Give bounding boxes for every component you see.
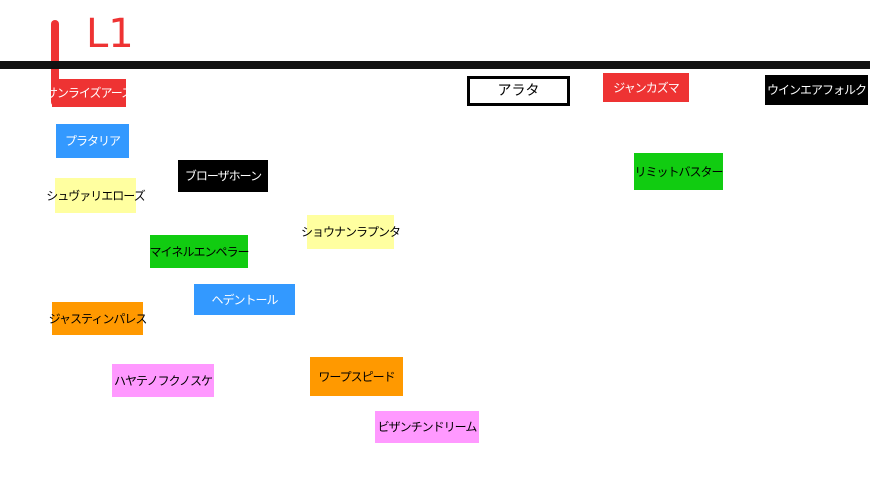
tag-label: ジャスティンパレス <box>48 311 148 326</box>
tag-sunrise-earth: サンライズアース <box>46 79 133 107</box>
tag-label: ハヤテノフクノスケ <box>114 373 213 388</box>
tag-label: シュヴァリエローズ <box>46 188 145 203</box>
tag-chevalier-rose: シュヴァリエローズ <box>46 178 146 213</box>
tag-label: アラタ <box>497 83 540 99</box>
tag-hedentor: ヘデントール <box>194 284 295 315</box>
tag-label: ヘデントール <box>211 292 278 307</box>
tag-win-air-folk: ウインエアフォルク <box>765 75 868 105</box>
tag-jankazuma: ジャンカズマ <box>603 73 689 102</box>
tag-meisho-emperor: マイネルエンペラー <box>149 235 250 268</box>
tag-limit-buster: リミットバスター <box>634 153 724 190</box>
l1-marker-label: L1 <box>86 11 134 57</box>
tag-label: マイネルエンペラー <box>149 244 250 259</box>
tag-label: ウインエアフォルク <box>767 83 867 97</box>
tag-label: ビザンチンドリーム <box>377 420 478 434</box>
tag-label: ショウナンラプンタ <box>301 225 401 239</box>
tag-justin-palace: ジャスティンパレス <box>49 302 147 335</box>
tag-shonan-lavanda: ショウナンラプンタ <box>301 215 401 249</box>
tag-label: プラタリア <box>64 134 121 148</box>
tag-label: ワープスピード <box>318 369 395 384</box>
tag-hayate-nofukunosuke: ハヤテノフクノスケ <box>112 364 214 397</box>
tag-arata: アラタ <box>467 76 570 106</box>
tag-label: リミットバスター <box>634 164 724 179</box>
tag-label: ジャンカズマ <box>613 80 679 95</box>
baseline-rail <box>0 61 870 69</box>
tag-label: サンライズアース <box>45 86 133 100</box>
tag-browser-horn: ブローザホーン <box>178 160 268 192</box>
tag-warp-speed: ワープスピード <box>310 357 403 396</box>
tag-prata-ria: プラタリア <box>56 124 129 158</box>
tag-label: ブローザホーン <box>184 169 262 183</box>
tag-bizanchine-dream: ビザンチンドリーム <box>375 411 479 443</box>
